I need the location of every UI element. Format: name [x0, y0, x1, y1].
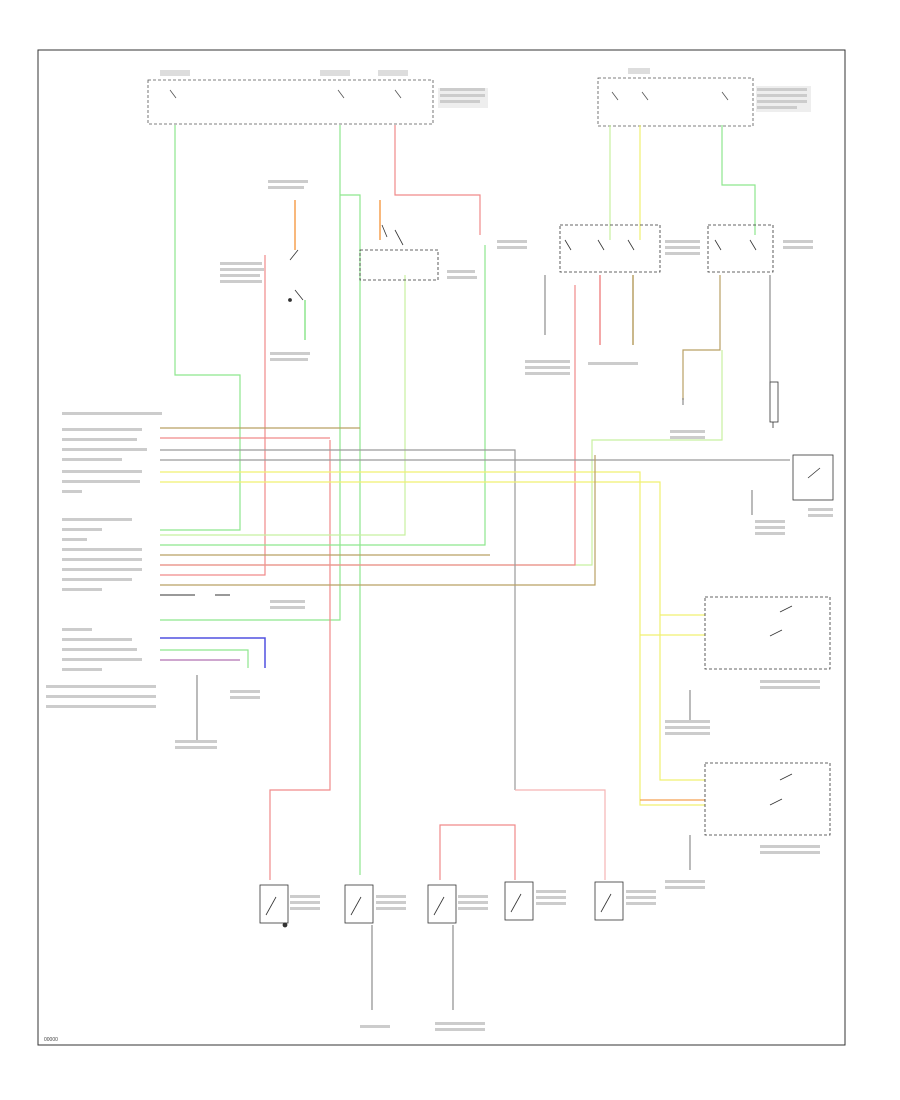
switch-panel-right-2	[704, 762, 831, 836]
door-switch-bottom-2	[344, 884, 374, 924]
bus-grey	[160, 449, 516, 790]
fuse-box-left	[147, 70, 488, 125]
bus-yellow-1	[160, 471, 705, 806]
relay-right-1	[559, 224, 661, 273]
relay-right-2	[707, 224, 774, 273]
wire-green-middle	[160, 125, 341, 621]
wire-green-rightfuse2	[721, 125, 756, 235]
wire-red-bottom	[439, 824, 516, 880]
bus-yellow-2	[160, 481, 705, 781]
door-switch-bottom-3	[427, 884, 457, 924]
wire-red-loop	[269, 440, 331, 880]
bus-green-low	[160, 649, 249, 668]
diagram-border	[37, 49, 846, 1046]
switch-panel-right-1	[704, 596, 831, 670]
wire-red-down	[160, 255, 266, 576]
door-switch-bottom-5	[594, 881, 624, 921]
relay-center	[359, 224, 439, 281]
wire-green-right	[160, 350, 723, 566]
wire-red-long	[160, 285, 576, 566]
wire-red-top	[394, 125, 481, 235]
wire-green-lower	[160, 245, 486, 546]
switch-top-left	[288, 249, 304, 302]
wire-tan-right	[682, 275, 721, 400]
bus-red-2	[160, 455, 596, 586]
wire-pink-bottom	[515, 789, 606, 880]
wire-green-branch	[340, 194, 361, 875]
figure-code: 00000	[44, 1037, 58, 1043]
ground-lines	[196, 275, 771, 1010]
wire-green-left	[160, 125, 241, 531]
connector-block-labels	[46, 412, 162, 708]
bus-blue	[160, 637, 266, 668]
illegible-labels	[175, 88, 833, 1031]
door-switch-bottom-4	[504, 881, 534, 921]
door-switch-bottom-1	[259, 884, 289, 928]
wire-green-mid	[160, 275, 406, 536]
door-switch-right	[792, 454, 834, 501]
resistor-right	[769, 381, 779, 428]
